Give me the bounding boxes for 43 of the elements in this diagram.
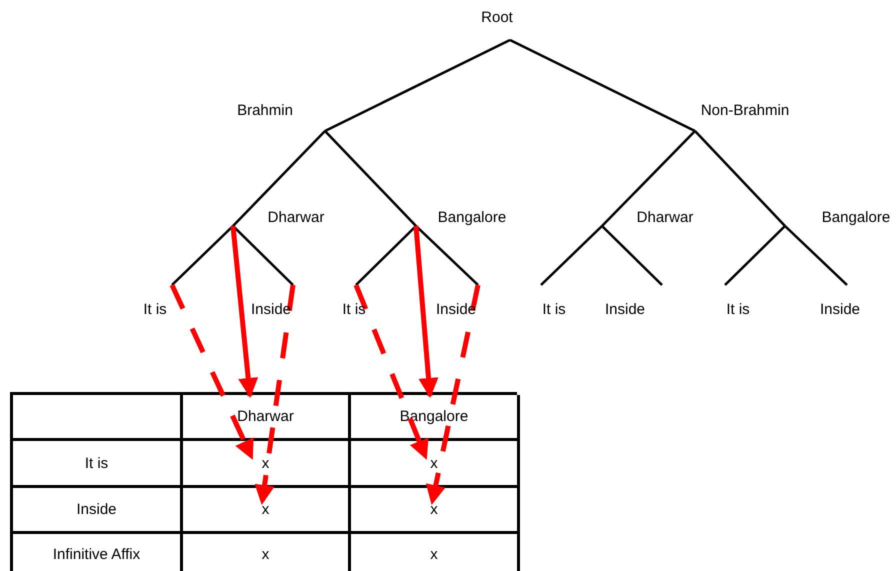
tree-label: Dharwar xyxy=(636,210,694,226)
tree-branch xyxy=(324,38,511,132)
tree-label: It is xyxy=(342,302,366,318)
row-header: Infinitive Affix xyxy=(52,546,140,562)
tree-branch xyxy=(601,225,663,286)
tree-label: Inside xyxy=(820,302,860,318)
tree-label: It is xyxy=(726,302,750,318)
table-cell-text: x xyxy=(430,546,438,562)
tree-branch xyxy=(415,225,479,286)
tree-branch xyxy=(355,225,417,286)
arrow xyxy=(170,284,254,460)
tree-branch xyxy=(694,130,786,227)
tree-label: Inside xyxy=(250,302,292,318)
tree-branch xyxy=(232,130,326,227)
tree-label: Bangalore xyxy=(438,210,506,226)
table-cell-text: x xyxy=(262,501,270,518)
column-header: Dharwar xyxy=(237,408,294,425)
tree-branch xyxy=(540,225,603,286)
tree-branch xyxy=(784,225,848,286)
tree-label: It is xyxy=(542,302,566,318)
tree-label: It is xyxy=(143,302,167,318)
tree-label: Inside xyxy=(436,302,476,318)
table-cell-text: x xyxy=(430,501,438,518)
row-header: It is xyxy=(84,454,108,472)
tree-label: Dharwar xyxy=(268,210,324,226)
table-cell-text: x xyxy=(262,546,270,562)
tree-branch xyxy=(171,225,234,286)
table-cell-text: x xyxy=(430,454,438,472)
tree-branch xyxy=(509,38,696,132)
tree-label: Brahmin xyxy=(237,102,293,120)
arrow xyxy=(414,226,438,398)
tree-branch xyxy=(601,130,696,227)
table-cell-text: x xyxy=(262,454,270,472)
column-header: Bangalore xyxy=(400,408,468,425)
arrow xyxy=(354,284,429,460)
tree-label: Inside xyxy=(604,302,646,318)
arrow xyxy=(230,226,258,398)
tree-branch xyxy=(724,225,786,286)
row-header: Inside xyxy=(76,501,117,518)
tree-label: Non-Brahmin xyxy=(700,102,790,120)
tree-label: Root xyxy=(481,10,513,26)
tree-label: Bangalore xyxy=(822,210,890,226)
tree-branch xyxy=(324,130,417,227)
